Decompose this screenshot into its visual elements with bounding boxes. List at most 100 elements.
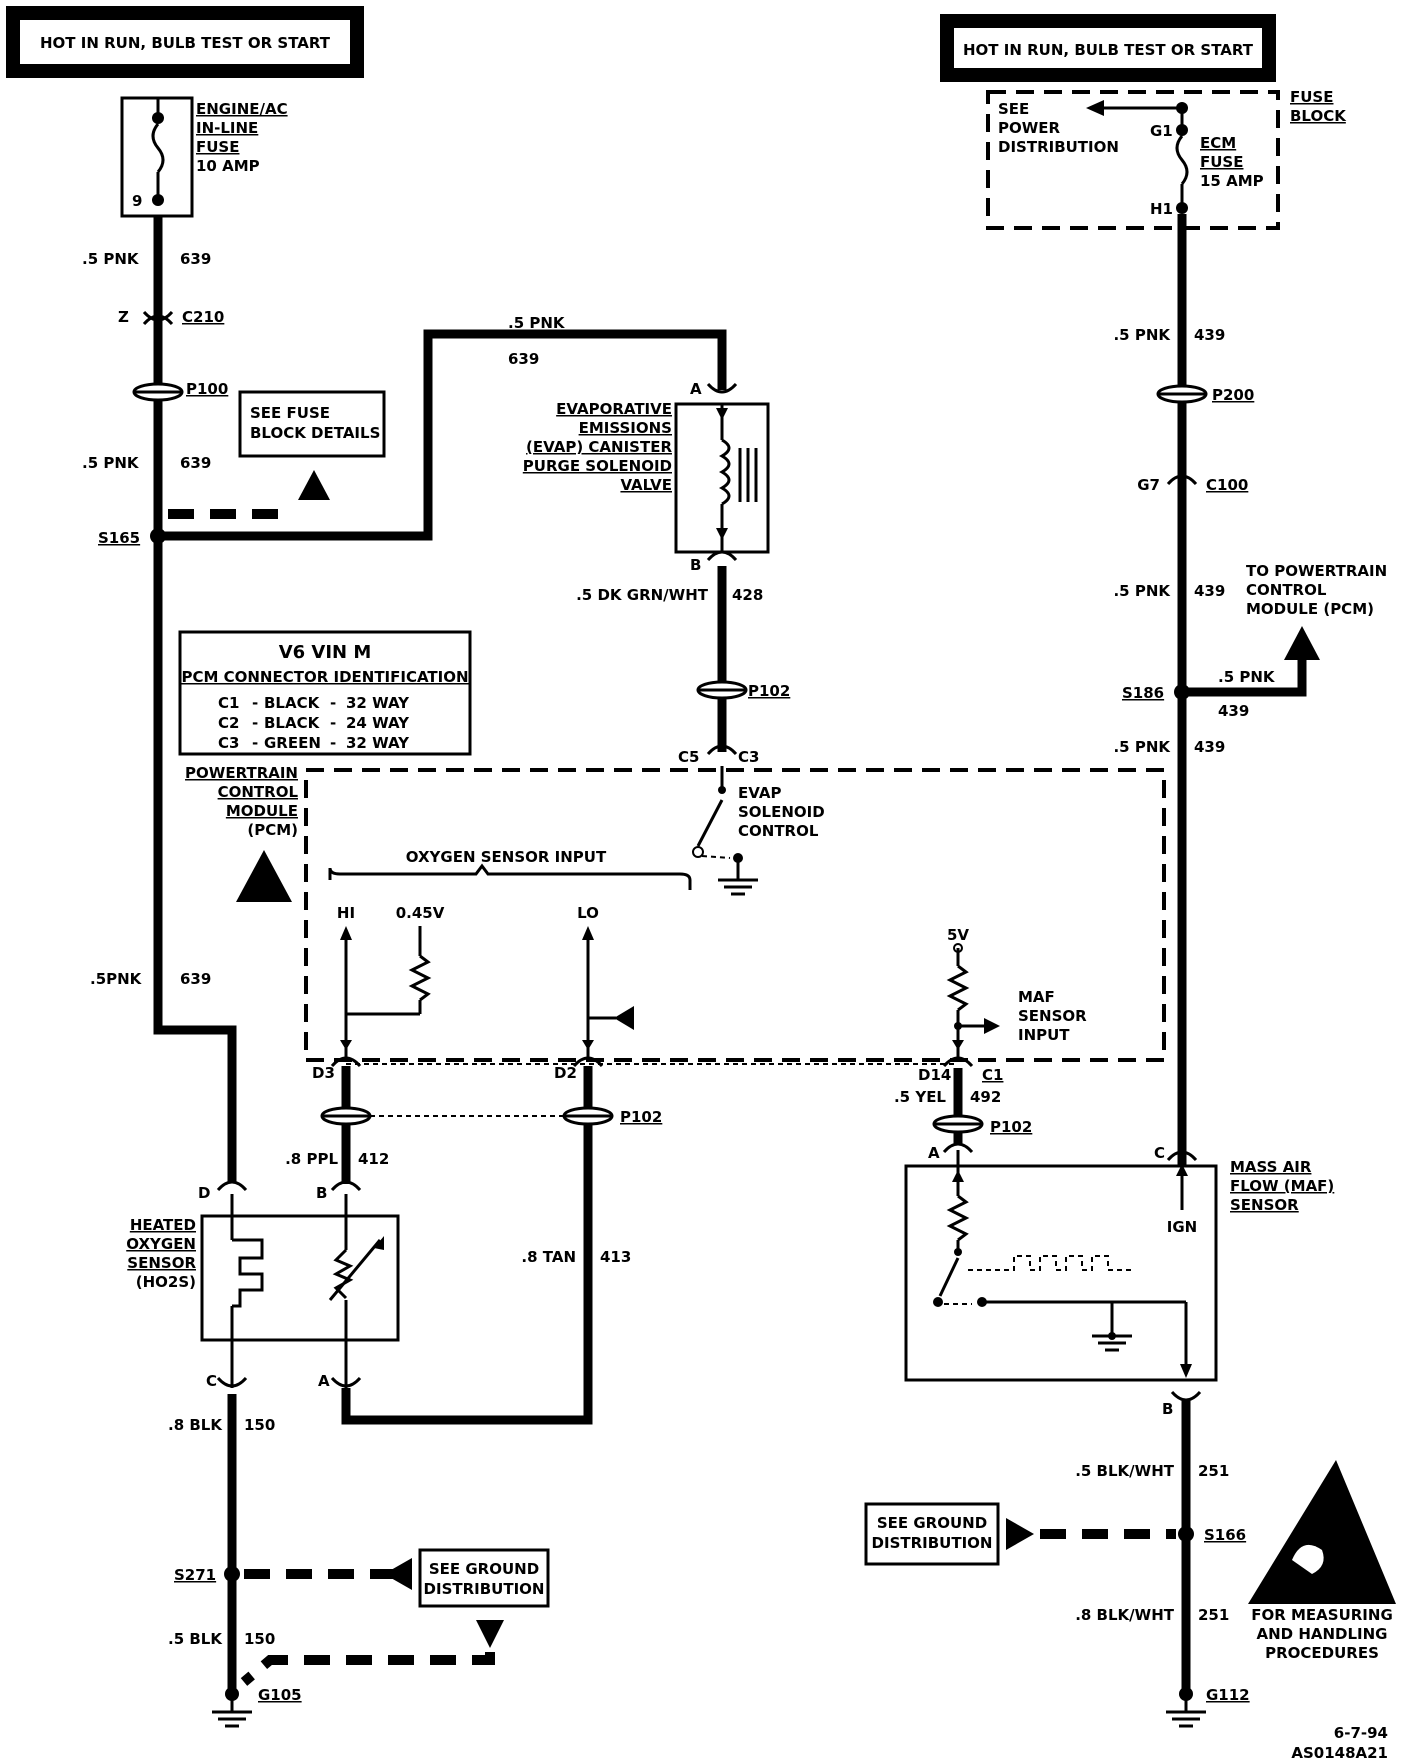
r-w3-gauge: .5 PNK: [1113, 738, 1171, 756]
ho2s-name2: OXYGEN: [126, 1235, 196, 1253]
see-power-2: POWER: [998, 119, 1061, 137]
see-power-1: SEE: [998, 100, 1029, 118]
ecm-fuse-2: FUSE: [1200, 153, 1243, 171]
evap-ctrl2: SOLENOID: [738, 803, 825, 821]
r-w2-num: 439: [1194, 582, 1225, 600]
g112-label: G112: [1206, 1686, 1250, 1704]
pcm-table-cell: -: [252, 714, 258, 732]
hi-label: HI: [337, 904, 355, 922]
wire-150-num: 150: [244, 1416, 275, 1434]
c210-pin: Z: [118, 308, 129, 326]
esd-small-icon: [236, 850, 292, 902]
s166-arrow: [1006, 1518, 1034, 1550]
left-fuse-line3: FUSE: [196, 138, 239, 156]
wire-412-num: 412: [358, 1150, 389, 1168]
wire-413-gauge: .8 TAN: [521, 1248, 576, 1266]
pcm-name3: MODULE: [226, 802, 298, 820]
fuse-block: FUSE BLOCK SEE POWER DISTRIBUTION G1 H1 …: [986, 88, 1347, 230]
maf-pin-c: C: [1154, 1144, 1165, 1162]
o2-input-label: OXYGEN SENSOR INPUT: [406, 848, 607, 866]
footer-date: 6-7-94: [1334, 1724, 1388, 1742]
evap-wire-gauge: .5 PNK: [508, 314, 566, 332]
evap-out-gauge: .5 DK GRN/WHT: [576, 586, 709, 604]
pcm-table-title: V6 VIN M: [279, 642, 372, 663]
g112-ground: [1166, 1687, 1206, 1728]
see-power-3: DISTRIBUTION: [998, 138, 1119, 156]
s271-splice: [224, 1566, 240, 1582]
see-fuse-2: BLOCK DETAILS: [250, 424, 380, 442]
s166-splice: [1178, 1526, 1194, 1542]
evap-feed-wire: [158, 329, 727, 541]
evap-p102-grommet: [696, 680, 748, 700]
esd-warning: FOR MEASURING AND HANDLING PROCEDURES: [1248, 1460, 1396, 1662]
footer-code: AS0148A21: [1291, 1744, 1388, 1762]
fuse-block-title2: BLOCK: [1290, 107, 1347, 125]
wire-492-num: 492: [970, 1088, 1001, 1106]
p100-grommet: [132, 382, 184, 402]
pcm-table-cell: -: [330, 714, 336, 732]
pcm-table-cell: 32 WAY: [346, 694, 410, 712]
left-fuse-terminal: 9: [132, 192, 142, 210]
p200-grommet: [1156, 384, 1208, 404]
left-power-header: HOT IN RUN, BULB TEST OR START: [6, 6, 364, 78]
evap-ctrl3: CONTROL: [738, 822, 819, 840]
maf-ign: IGN: [1167, 1218, 1197, 1236]
pcm-name2: CONTROL: [218, 783, 299, 801]
c5-connector: [706, 744, 738, 756]
ho2s-pin-b: B: [316, 1184, 327, 1202]
right-power-text: HOT IN RUN, BULB TEST OR START: [963, 41, 1254, 59]
pcm-table-cell: -: [330, 694, 336, 712]
maf-input-3: INPUT: [1018, 1026, 1070, 1044]
maf-input-1: MAF: [1018, 988, 1055, 1006]
evap-pin-b: B: [690, 556, 701, 574]
maf-pin-a: A: [928, 1144, 940, 1162]
pcm-branch-wire: [1182, 650, 1307, 697]
pcm-table-cell: 24 WAY: [346, 714, 410, 732]
wire-150b-num: 150: [244, 1630, 275, 1648]
see-gnd-right-1: SEE GROUND: [877, 1514, 987, 1532]
see-gnd-left-1: SEE GROUND: [429, 1560, 539, 1578]
wire-c-num: 639: [180, 970, 211, 988]
pcm-table-cell: GREEN: [264, 734, 321, 752]
pcm-table-cell: BLACK: [264, 694, 321, 712]
pcm-table-cell: -: [330, 734, 336, 752]
pcm-table-cell: -: [252, 694, 258, 712]
s165-label: S165: [98, 529, 140, 547]
to-pcm-arrow: [1284, 626, 1320, 660]
s271-arrow: [384, 1558, 412, 1590]
g105-dash: [240, 1652, 495, 1686]
v045-label: 0.45V: [396, 904, 445, 922]
fuse-block-title1: FUSE: [1290, 88, 1333, 106]
evap-solenoid: A B EVAPORATIVE EMISSIONS (EVAP) CANISTE…: [523, 380, 770, 574]
maf-name3: SENSOR: [1230, 1196, 1299, 1214]
branch-num: 439: [1218, 702, 1249, 720]
left-wire-639: .5 PNK 639 Z C210 P100 .5 PNK 639 S165 .…: [82, 216, 237, 1182]
r-w1-num: 439: [1194, 326, 1225, 344]
g105-arrow: [476, 1620, 504, 1648]
see-gnd-left-2: DISTRIBUTION: [424, 1580, 545, 1598]
s186-label: S186: [1122, 684, 1164, 702]
esd-line2: AND HANDLING: [1256, 1625, 1387, 1643]
p200-label: P200: [1212, 386, 1254, 404]
ho2s-pin-a: A: [318, 1372, 330, 1390]
pcm-table-cell: 32 WAY: [346, 734, 410, 752]
s271-label: S271: [174, 1566, 216, 1584]
to-pcm-3: MODULE (PCM): [1246, 600, 1374, 618]
pcm-table-cell: C1: [218, 694, 239, 712]
d14-connector: [942, 1056, 974, 1068]
to-pcm-1: TO POWERTRAIN: [1246, 562, 1387, 580]
wire-c-gauge: .5PNK: [90, 970, 143, 988]
left-fuse-line2: IN-LINE: [196, 119, 258, 137]
right-power-header: HOT IN RUN, BULB TEST OR START: [940, 14, 1276, 82]
evap-c5: C5: [678, 748, 699, 766]
evap-name3: (EVAP) CANISTER: [526, 438, 672, 456]
r-w1-gauge: .5 PNK: [1113, 326, 1171, 344]
see-ground-right: SEE GROUND DISTRIBUTION: [864, 1502, 1000, 1566]
pcm-connector-table: V6 VIN M PCM CONNECTOR IDENTIFICATION C1…: [178, 630, 472, 756]
d14-label: D14: [918, 1066, 951, 1084]
c100-label: C100: [1206, 476, 1248, 494]
left-power-text: HOT IN RUN, BULB TEST OR START: [40, 34, 331, 52]
wire-b-gauge: .5 PNK: [82, 454, 140, 472]
evap-pin-a: A: [690, 380, 702, 398]
wire-251b-gauge: .8 BLK/WHT: [1075, 1606, 1175, 1624]
